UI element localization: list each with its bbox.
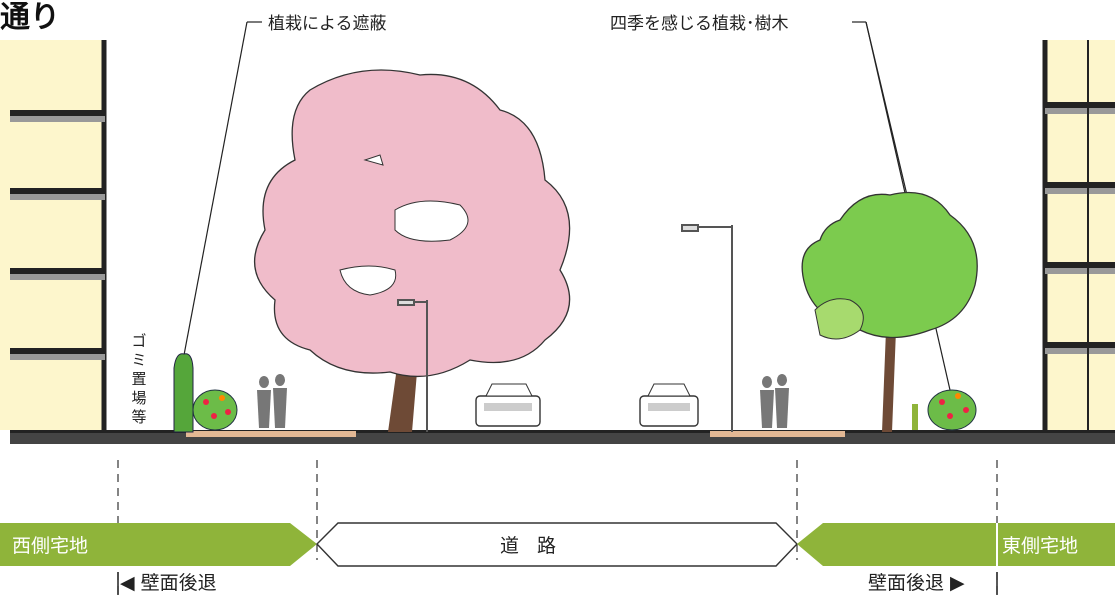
street-light-east xyxy=(681,224,733,432)
west-shrub xyxy=(192,389,238,431)
west-pedestrians xyxy=(257,374,287,428)
road-zone-label: 道 路 xyxy=(500,535,563,557)
setback-markers xyxy=(117,572,998,595)
garbage-label-char: 等 xyxy=(131,408,147,426)
west-zone-label: 西側宅地 xyxy=(12,535,89,557)
ground xyxy=(10,430,1115,444)
garbage-label-char: 場 xyxy=(131,389,147,407)
west-building xyxy=(0,40,107,432)
garbage-label-char: ゴ xyxy=(131,332,147,350)
car-west xyxy=(475,383,541,427)
east-setback-label: 壁面後退 ▶ xyxy=(868,572,965,594)
east-zone-label: 東側宅地 xyxy=(1002,535,1079,557)
seasonal-annotation: 四季を感じる植栽･樹木 xyxy=(610,14,789,34)
cherry-tree xyxy=(253,69,571,432)
screening-hedge xyxy=(173,353,194,433)
west-setback-label: ◀ 壁面後退 xyxy=(120,572,217,594)
east-building xyxy=(1042,40,1115,432)
garbage-label-char: ミ xyxy=(131,351,147,369)
screening-annotation: 植栽による遮蔽 xyxy=(268,14,387,34)
east-pedestrians xyxy=(760,374,789,428)
garbage-label-char: 置 xyxy=(131,370,147,388)
page-title: 通り xyxy=(0,0,60,35)
garbage-area-label: ゴ ミ 置 場 等 xyxy=(128,332,150,427)
east-shrub xyxy=(927,389,977,431)
car-east xyxy=(639,383,699,427)
street-light-west xyxy=(397,299,428,432)
seasonal-tree xyxy=(801,191,978,432)
zone-bands xyxy=(0,522,1115,567)
